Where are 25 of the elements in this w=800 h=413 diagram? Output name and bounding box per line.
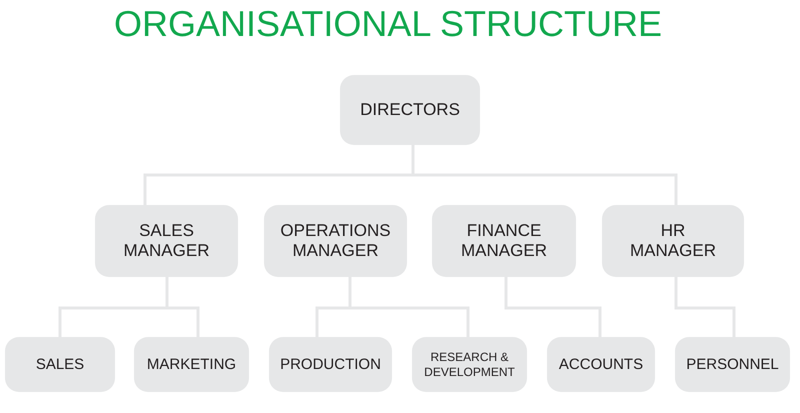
role-box — [602, 205, 744, 277]
connector-line — [504, 277, 602, 337]
role-label: HR MANAGER — [629, 220, 717, 262]
role-label: SALES MANAGER — [122, 220, 210, 262]
role-label: OPERATIONS MANAGER — [279, 220, 392, 262]
role-box — [269, 337, 392, 392]
connector-line — [674, 277, 736, 337]
role-box — [264, 205, 407, 277]
role-box — [675, 337, 790, 392]
role-box — [95, 205, 238, 277]
role-box — [134, 337, 249, 392]
role-label: PRODUCTION — [280, 356, 381, 374]
role-label: RESEARCH & DEVELOPMENT — [423, 350, 516, 379]
role-label: FINANCE MANAGER — [460, 220, 548, 262]
role-label: MARKETING — [146, 356, 236, 374]
role-label: PERSONNEL — [686, 356, 779, 374]
role-label: ACCOUNTS — [558, 356, 644, 374]
role-label: DIRECTORS — [360, 100, 460, 120]
role-box — [5, 337, 115, 392]
role-box — [432, 205, 576, 277]
role-label: SALES — [36, 356, 84, 374]
role-box — [547, 337, 655, 392]
chart-title: ORGANISATIONAL STRUCTURE — [114, 2, 662, 46]
role-box — [412, 337, 527, 392]
role-box — [340, 75, 480, 145]
